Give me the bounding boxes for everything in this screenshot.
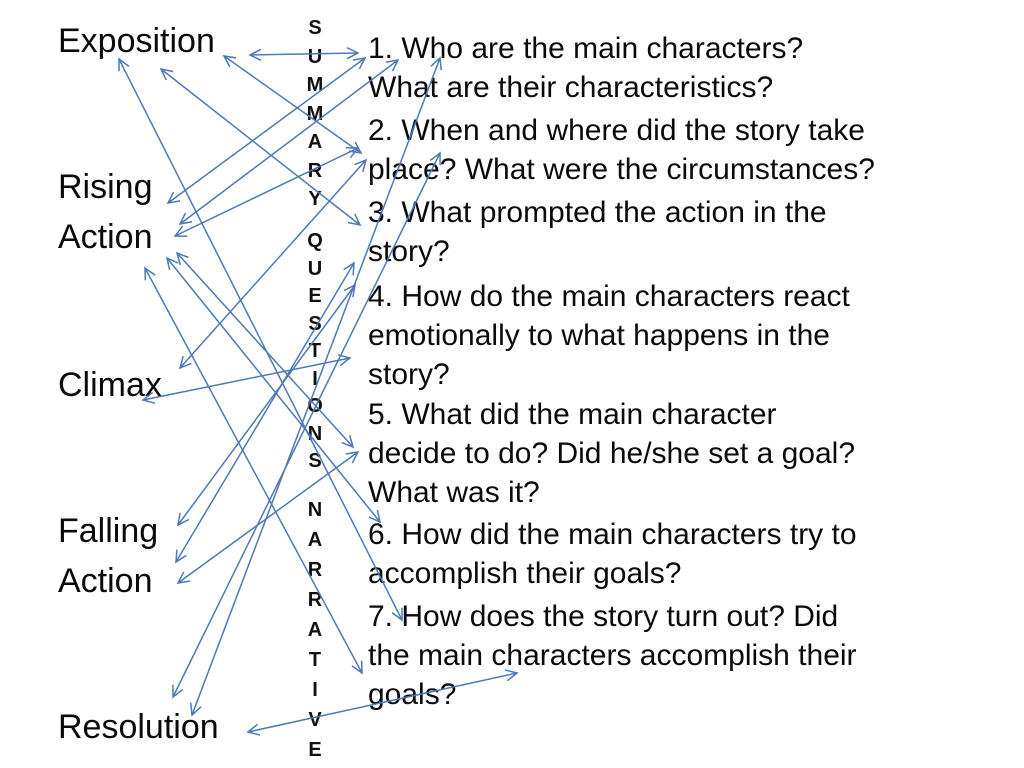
plot-element-climax: Climax	[58, 366, 162, 404]
question-6: 6. How did the main characters try to ac…	[368, 518, 857, 590]
question-3: 3. What prompted the action in the story…	[368, 196, 827, 268]
plot-element-falling-action: Falling Action	[58, 512, 159, 600]
connector-arrow	[165, 256, 382, 524]
question-5: 5. What did the main character decide to…	[368, 398, 856, 509]
vertical-caption-summary: S U M M A R Y	[306, 17, 324, 210]
connector-arrow	[222, 55, 363, 154]
question-7: 7. How does the story turn out? Did the …	[368, 600, 857, 711]
connector-arrow	[118, 57, 403, 622]
connector-arrow	[178, 58, 400, 226]
plot-element-rising-action: Rising Action	[58, 168, 153, 256]
connector-arrow	[176, 451, 360, 584]
question-4: 4. How do the main characters react emot…	[368, 280, 850, 391]
vertical-caption-questions: Q U E S T I O N S	[307, 230, 323, 472]
question-1: 1. Who are the main characters? What are…	[368, 32, 804, 104]
question-2: 2. When and where did the story take pla…	[368, 114, 875, 186]
connector-arrow	[178, 158, 368, 370]
plot-element-exposition: Exposition	[58, 22, 215, 60]
connector-arrow	[166, 57, 367, 204]
vertical-caption-narrative: N A R R A T I V E	[307, 499, 323, 761]
plot-element-resolution: Resolution	[58, 708, 219, 746]
